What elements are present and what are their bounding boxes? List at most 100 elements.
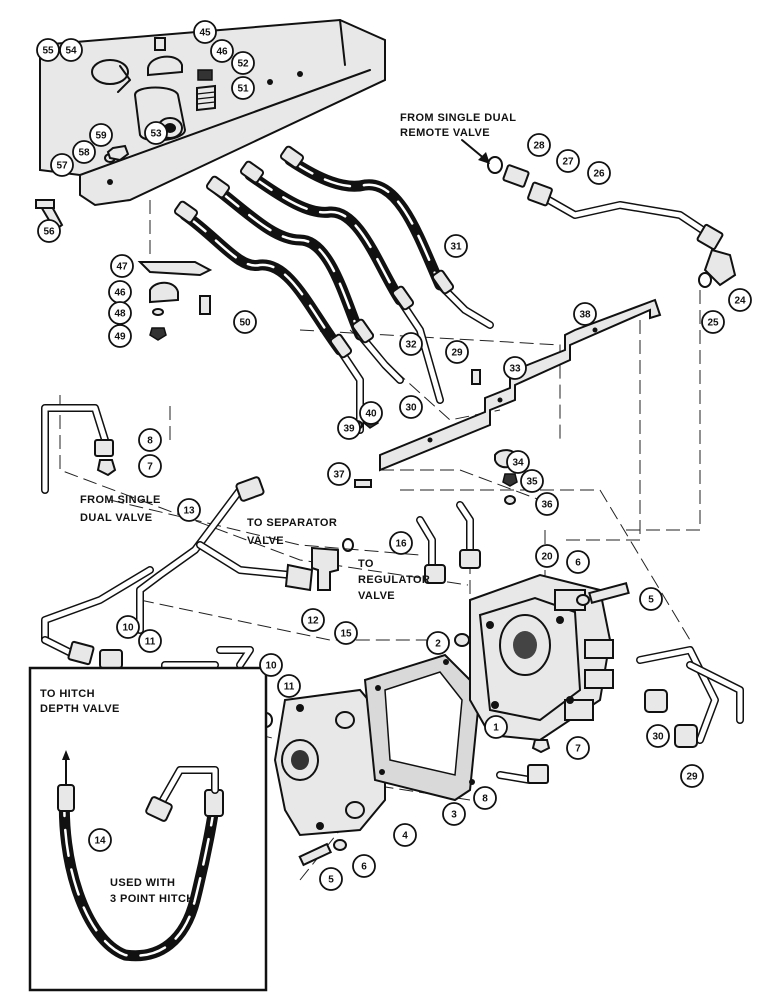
clamp-hardware [147, 37, 216, 112]
callout-number: 53 [150, 129, 162, 140]
callout-3: 3 [442, 802, 466, 826]
callout-46: 46 [210, 39, 234, 63]
callout-number: 50 [239, 318, 251, 329]
callout-30: 30 [399, 395, 423, 419]
callout-52: 52 [231, 51, 255, 75]
callout-7: 7 [138, 454, 162, 478]
hose-clip-assembly [137, 261, 213, 341]
callout-51: 51 [231, 76, 255, 100]
callout-number: 57 [56, 161, 68, 172]
callout-number: 52 [237, 59, 249, 70]
callout-56: 56 [37, 219, 61, 243]
callout-number: 7 [575, 744, 581, 755]
label-to-separator-valve: TO SEPARATOR [247, 517, 337, 529]
left-supply-tube [41, 404, 117, 494]
callout-number: 11 [145, 637, 156, 648]
callout-number: 58 [78, 148, 90, 159]
callout-40: 40 [359, 401, 383, 425]
callout-47: 47 [110, 254, 134, 278]
callout-30: 30 [646, 724, 670, 748]
callout-55: 55 [36, 38, 60, 62]
callout-number: 46 [216, 47, 228, 58]
adapter-block [273, 688, 386, 837]
callout-number: 32 [405, 340, 417, 351]
callout-6: 6 [566, 550, 590, 574]
label-to-regulator-valve: REGULATOR [358, 574, 430, 586]
callout-number: 2 [435, 639, 441, 650]
hydraulic-hoses [173, 145, 494, 434]
callout-number: 14 [94, 836, 106, 847]
callout-number: 45 [199, 28, 211, 39]
callout-number: 30 [652, 732, 664, 743]
callout-25: 25 [701, 310, 725, 334]
callout-number: 6 [361, 862, 367, 873]
callout-number: 49 [114, 332, 126, 343]
callout-number: 56 [43, 227, 55, 238]
callout-16: 16 [389, 531, 413, 555]
callout-number: 39 [343, 424, 355, 435]
washer [454, 633, 470, 647]
label-to-hitch-depth-valve: DEPTH VALVE [40, 703, 120, 715]
callout-number: 40 [365, 409, 377, 420]
valve-feed-tubes [416, 501, 481, 584]
callout-34: 34 [506, 450, 530, 474]
callout-number: 20 [541, 552, 553, 563]
callout-number: 47 [116, 262, 128, 273]
support-bracket [379, 298, 662, 472]
label-from-single-dual-remote-valve: REMOTE VALVE [400, 127, 490, 139]
callout-50: 50 [233, 310, 257, 334]
callout-number: 4 [402, 831, 408, 842]
inset-panel [28, 666, 268, 992]
callout-58: 58 [72, 140, 96, 164]
callout-number: 12 [307, 616, 319, 627]
callout-45: 45 [193, 20, 217, 44]
callout-48: 48 [108, 301, 132, 325]
callout-4: 4 [393, 823, 417, 847]
callout-number: 5 [328, 875, 334, 886]
callout-59: 59 [89, 123, 113, 147]
regulator-tee-assembly [196, 538, 354, 592]
flow-arrow-head [478, 152, 490, 164]
callout-number: 31 [450, 242, 462, 253]
callout-32: 32 [399, 332, 423, 356]
callout-38: 38 [573, 302, 597, 326]
callout-number: 1 [493, 723, 499, 734]
callout-14: 14 [88, 828, 112, 852]
callout-26: 26 [587, 161, 611, 185]
valve-body [469, 573, 614, 742]
dust-cap [91, 59, 131, 93]
callout-37: 37 [327, 462, 351, 486]
callout-number: 26 [593, 169, 605, 180]
callout-5: 5 [639, 587, 663, 611]
callout-49: 49 [108, 324, 132, 348]
label-from-single-dual-valve: DUAL VALVE [80, 512, 152, 524]
callout-number: 29 [451, 348, 463, 359]
callout-number: 6 [575, 558, 581, 569]
callout-2: 2 [426, 631, 450, 655]
label-to-hitch-depth-valve: TO HITCH [40, 688, 95, 700]
callout-39: 39 [337, 416, 361, 440]
callout-28: 28 [527, 133, 551, 157]
callout-number: 54 [65, 46, 77, 57]
callout-number: 30 [405, 403, 417, 414]
callout-number: 15 [340, 629, 352, 640]
callout-number: 33 [509, 364, 521, 375]
callout-number: 8 [147, 436, 153, 447]
callout-31: 31 [444, 234, 468, 258]
callout-number: 13 [183, 506, 195, 517]
label-from-single-dual-remote-valve: FROM SINGLE DUAL [400, 112, 516, 124]
callout-7: 7 [566, 736, 590, 760]
callout-number: 24 [734, 296, 746, 307]
callout-36: 36 [535, 492, 559, 516]
callout-number: 55 [42, 46, 54, 57]
callout-24: 24 [728, 288, 752, 312]
callout-46: 46 [108, 280, 132, 304]
callout-number: 38 [579, 310, 591, 321]
callout-53: 53 [144, 121, 168, 145]
callout-number: 11 [284, 682, 295, 693]
callout-33: 33 [503, 356, 527, 380]
callout-number: 34 [512, 458, 524, 469]
callout-number: 25 [707, 318, 719, 329]
